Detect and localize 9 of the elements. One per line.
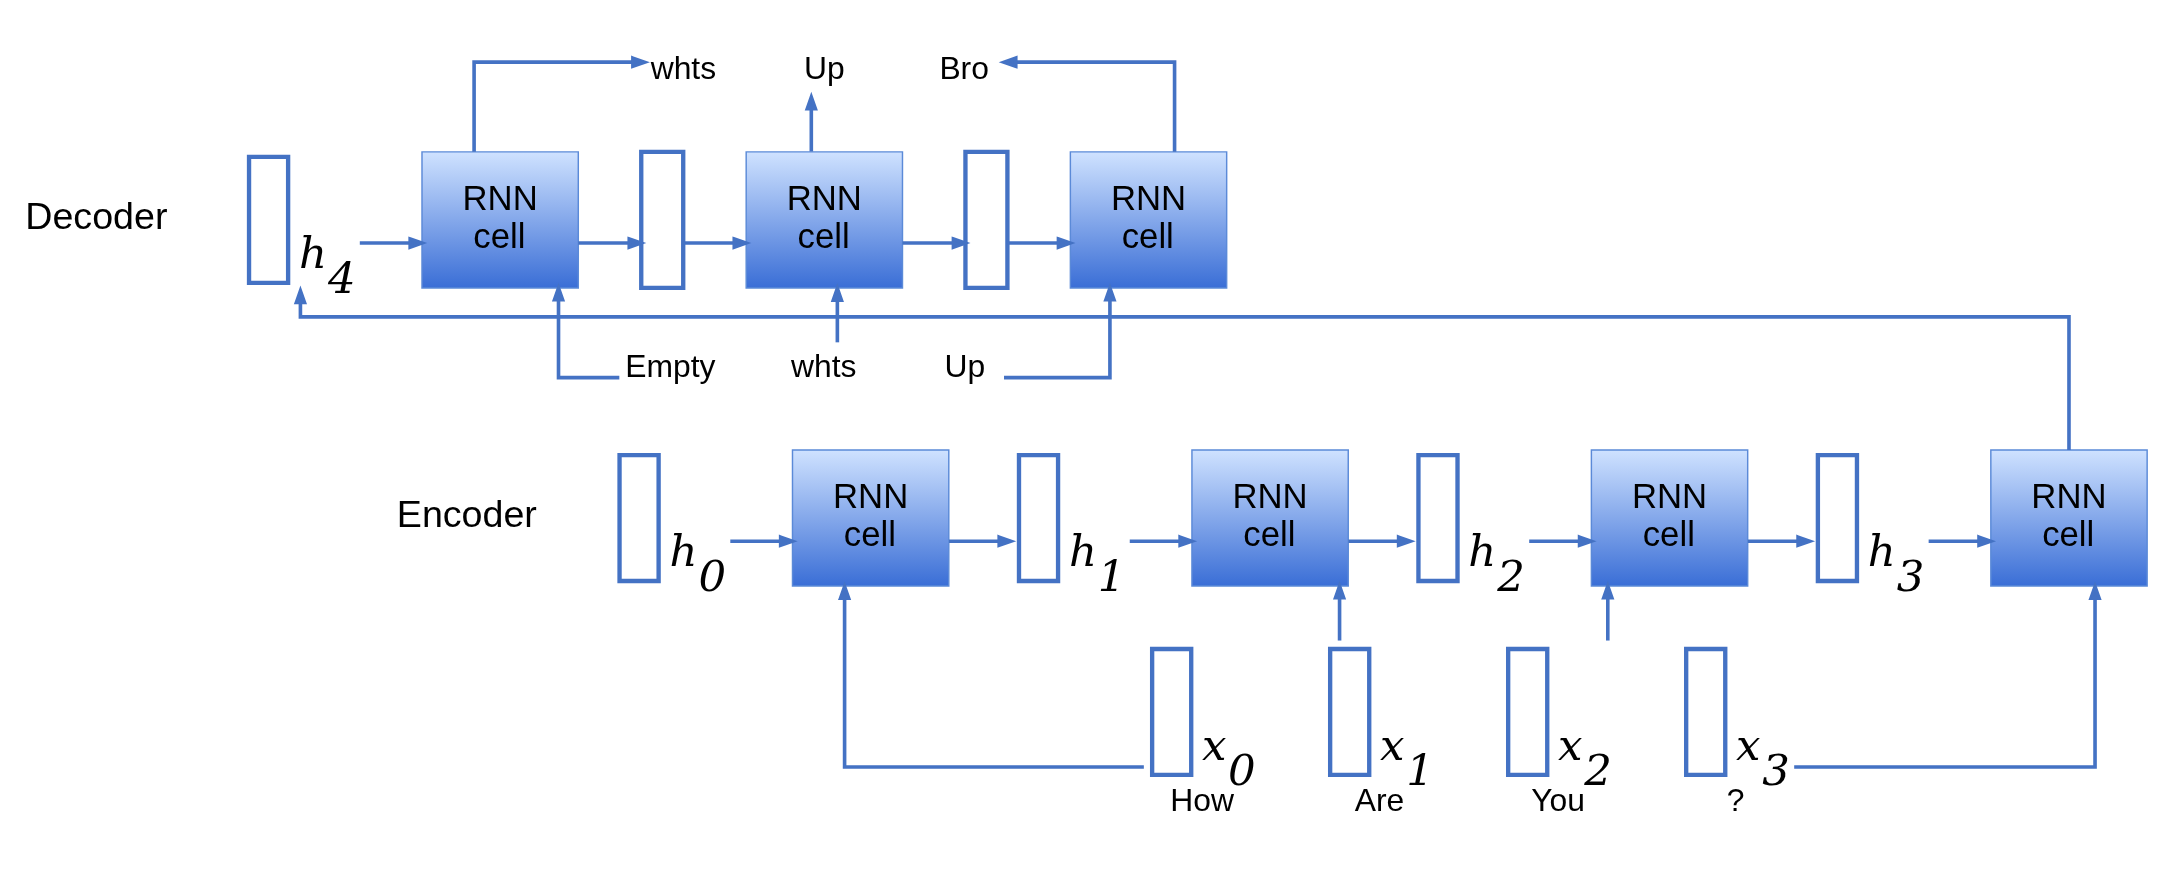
node-label: Are (1354, 781, 1405, 818)
node-text: whts (650, 49, 717, 86)
node-text: whts (791, 347, 857, 384)
label: Decoder (25, 194, 168, 237)
label: Encoder (396, 492, 537, 535)
node-text: Up (804, 49, 845, 86)
node-text: Up (944, 347, 986, 384)
node-text: Empty (625, 347, 716, 384)
node-text: Bro (939, 49, 989, 86)
